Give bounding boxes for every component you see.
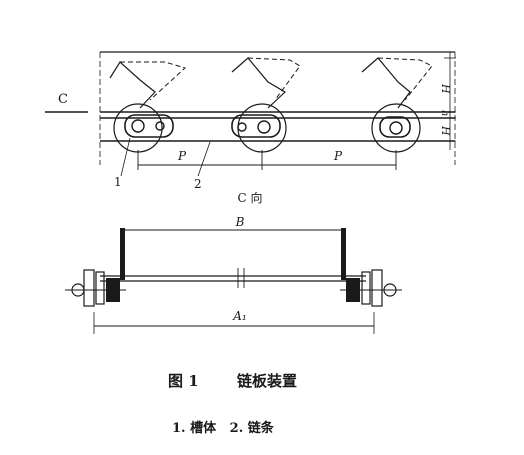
figure-number: 图 1	[168, 372, 199, 390]
figure-legend: 1. 槽体 2. 链条	[172, 420, 275, 436]
dim-label-3: H	[439, 125, 452, 136]
wheel-left-hub	[106, 278, 120, 302]
wheel-right-outer	[371, 269, 383, 307]
wheel-right-hub	[346, 278, 360, 302]
chain-link-2	[231, 114, 281, 138]
flight-scraper-2	[231, 57, 286, 109]
dim-label-2: h	[439, 110, 450, 116]
chain-pin-3	[389, 121, 403, 135]
chain-pin-1b	[155, 121, 165, 131]
callout-2: 2	[194, 177, 202, 191]
side-plate-left	[120, 228, 125, 280]
callout-1: 1	[114, 175, 122, 189]
flight-dashed-2	[247, 57, 301, 101]
width-label-b: B	[235, 215, 245, 229]
side-plate-right	[341, 228, 346, 280]
flight-scraper-1	[109, 61, 156, 109]
dim-label-1: H	[439, 83, 452, 94]
section-label-c: C	[58, 92, 68, 107]
chain-pin-2b	[257, 120, 271, 134]
lower-view: B A₁	[65, 215, 402, 334]
pitch-label-2: P	[333, 149, 343, 163]
flight-dashed-1	[120, 61, 186, 101]
chain-link-3	[379, 116, 411, 138]
chain-link-1	[124, 114, 174, 138]
sprocket-wheel-1	[113, 103, 163, 153]
bolt-left	[71, 283, 85, 297]
upper-view: C P P 1 2 H h H C 向	[45, 51, 456, 205]
view-label: C 向	[238, 190, 263, 205]
wheel-left-mid	[95, 271, 105, 305]
flight-dashed-3	[377, 57, 433, 101]
wheel-right-mid	[361, 271, 371, 305]
bolt-right	[383, 283, 397, 297]
leader-line-1	[120, 137, 131, 177]
chain-pin-2a	[237, 122, 247, 132]
leader-line-2	[197, 141, 211, 177]
wheel-left-outer	[83, 269, 95, 307]
figure-title: 链板装置	[237, 372, 297, 390]
flight-scraper-3	[361, 57, 411, 109]
chain-pin-1a	[131, 119, 145, 133]
width-label-a1: A₁	[232, 309, 246, 323]
figure-caption: 图 1 链板装置 1. 槽体 2. 链条	[168, 372, 297, 436]
pitch-label-1: P	[177, 149, 187, 163]
